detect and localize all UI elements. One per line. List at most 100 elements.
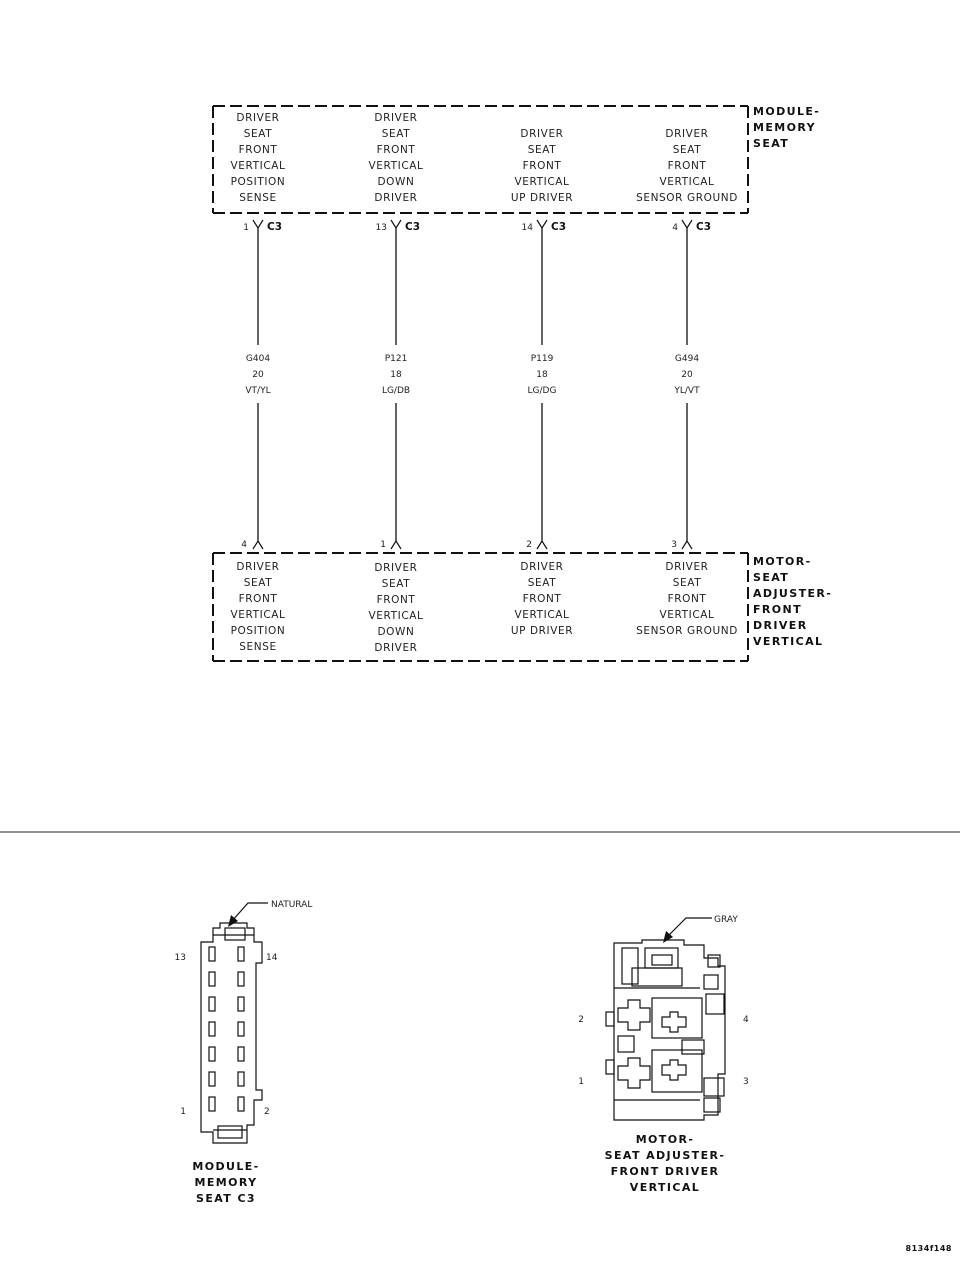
- wire-3-module-terminal-icon: [536, 219, 548, 230]
- wire-3-code: P119: [531, 354, 554, 364]
- c3-pin-numbers: 13 14 1 2: [175, 953, 278, 1117]
- module-circuit-2-line-5: DOWN: [378, 176, 415, 188]
- module-circuit-2-line-3: FRONT: [377, 144, 416, 156]
- module-circuit-3-label: DRIVER SEAT FRONT VERTICAL UP DRIVER: [511, 128, 573, 204]
- motor-connector-pin-numbers: 2 4 1 3: [578, 1015, 749, 1087]
- module-circuit-3-line-5: UP DRIVER: [511, 192, 573, 204]
- motor-name-line-2: SEAT: [753, 571, 789, 584]
- c3-pin-14: 14: [266, 953, 278, 963]
- motor-circuit-3-line-4: VERTICAL: [514, 609, 569, 621]
- module-name-line-3: SEAT: [753, 137, 789, 150]
- wire-1-motor-pin: 4: [241, 540, 247, 550]
- wire-4-gauge: 20: [681, 370, 693, 380]
- wire-4-motor-terminal-icon: [681, 539, 693, 550]
- wire-1-module-pin: 1: [243, 223, 249, 233]
- module-memory-seat-box: [212, 105, 749, 214]
- wire-1-color: VT/YL: [245, 386, 270, 396]
- motor-connector-face: [605, 939, 726, 1121]
- motor-circuit-2-label: DRIVER SEAT FRONT VERTICAL DOWN DRIVER: [368, 562, 422, 654]
- motor-circuit-4-line-5: SENSOR GROUND: [636, 625, 738, 637]
- motor-name-line-5: DRIVER: [753, 619, 808, 632]
- c3-pin-13: 13: [175, 953, 186, 963]
- motor-connector-caption-line-3: FRONT DRIVER: [611, 1165, 720, 1178]
- wire-3-connector: C3: [551, 221, 566, 233]
- motor-name: MOTOR- SEAT ADJUSTER- FRONT DRIVER VERTI…: [753, 555, 832, 648]
- motor-connector-caption: MOTOR- SEAT ADJUSTER- FRONT DRIVER VERTI…: [605, 1133, 724, 1194]
- motor-circuit-3-label: DRIVER SEAT FRONT VERTICAL UP DRIVER: [511, 561, 573, 637]
- callout-arrow-icon: [228, 915, 238, 927]
- module-circuit-2-line-2: SEAT: [382, 128, 410, 140]
- wire-2-gauge: 18: [390, 370, 402, 380]
- motor-circuit-1-label: DRIVER SEAT FRONT VERTICAL POSITION SENS…: [230, 561, 286, 653]
- module-name: MODULE- MEMORY SEAT: [753, 105, 820, 150]
- wire-4-module-pin: 4: [672, 223, 678, 233]
- wire-4-connector: C3: [696, 221, 711, 233]
- module-circuit-4-line-4: VERTICAL: [659, 176, 714, 188]
- motor-seat-adjuster-box: [212, 552, 749, 662]
- motor-circuit-4-line-3: FRONT: [668, 593, 707, 605]
- module-circuit-4-line-2: SEAT: [673, 144, 701, 156]
- wire-1-code: G404: [246, 354, 270, 364]
- motor-circuit-3-line-5: UP DRIVER: [511, 625, 573, 637]
- c3-connector-face: [200, 922, 263, 1144]
- wire-3-module-pin: 14: [522, 223, 534, 233]
- module-circuit-2-label: DRIVER SEAT FRONT VERTICAL DOWN DRIVER: [368, 112, 423, 204]
- motor-circuit-1-line-1: DRIVER: [236, 561, 279, 573]
- wire-1-connector: C3: [267, 221, 282, 233]
- motor-connector-caption-line-1: MOTOR-: [636, 1133, 695, 1146]
- module-circuit-1-line-2: SEAT: [244, 128, 272, 140]
- wire-4-motor-pin: 3: [671, 540, 677, 550]
- motor-connector-pin-2: 2: [578, 1015, 584, 1025]
- wire-1-gauge: 20: [252, 370, 264, 380]
- wire-1-module-terminal-icon: [252, 219, 264, 230]
- module-name-line-2: MEMORY: [753, 121, 816, 134]
- wire-3-motor-terminal-icon: [536, 539, 548, 550]
- motor-name-line-1: MOTOR-: [753, 555, 812, 568]
- wire-4: 4 C3 G494 20 YL/VT 3: [671, 219, 711, 550]
- module-circuit-3-line-2: SEAT: [528, 144, 556, 156]
- motor-circuit-3-line-2: SEAT: [528, 577, 556, 589]
- module-circuit-4-line-1: DRIVER: [665, 128, 708, 140]
- wire-2-color: LG/DB: [382, 386, 410, 396]
- motor-circuit-2-line-3: FRONT: [377, 594, 416, 606]
- wire-2-module-terminal-icon: [390, 219, 402, 230]
- motor-name-line-3: ADJUSTER-: [753, 587, 832, 600]
- wire-3-gauge: 18: [536, 370, 548, 380]
- motor-circuit-2-line-5: DOWN: [378, 626, 415, 638]
- c3-caption-line-2: MEMORY: [195, 1176, 258, 1189]
- c3-callout-label: NATURAL: [271, 900, 312, 910]
- module-circuit-2-line-1: DRIVER: [374, 112, 417, 124]
- c3-natural-callout: NATURAL: [228, 900, 312, 927]
- module-circuit-1-line-3: FRONT: [239, 144, 278, 156]
- wire-1: 1 C3 G404 20 VT/YL 4: [241, 219, 282, 550]
- c3-caption-line-3: SEAT C3: [196, 1192, 256, 1205]
- wire-3-motor-pin: 2: [526, 540, 532, 550]
- module-circuit-4-label: DRIVER SEAT FRONT VERTICAL SENSOR GROUND: [636, 128, 737, 204]
- module-circuit-1-line-5: POSITION: [231, 176, 286, 188]
- motor-name-line-4: FRONT: [753, 603, 802, 616]
- module-circuit-2-line-4: VERTICAL: [368, 160, 423, 172]
- c3-caption: MODULE- MEMORY SEAT C3: [192, 1160, 258, 1205]
- wire-2-connector: C3: [405, 221, 420, 233]
- motor-circuit-1-line-5: POSITION: [231, 625, 286, 637]
- c3-pin-1: 1: [180, 1107, 186, 1117]
- module-circuit-1-line-4: VERTICAL: [230, 160, 285, 172]
- wire-1-motor-terminal-icon: [252, 539, 264, 550]
- motor-circuit-1-line-3: FRONT: [239, 593, 278, 605]
- motor-circuit-4-label: DRIVER SEAT FRONT VERTICAL SENSOR GROUND: [636, 561, 738, 637]
- c3-pin-2: 2: [264, 1107, 270, 1117]
- module-circuit-3-line-4: VERTICAL: [514, 176, 569, 188]
- motor-gray-callout: GRAY: [663, 915, 738, 943]
- module-circuit-1-line-6: SENSE: [239, 192, 276, 204]
- motor-connector-caption-line-4: VERTICAL: [630, 1181, 700, 1194]
- callout-leader-line: [666, 917, 712, 938]
- module-name-line-1: MODULE-: [753, 105, 820, 118]
- module-circuit-4-line-3: FRONT: [668, 160, 707, 172]
- motor-circuit-4-line-4: VERTICAL: [659, 609, 714, 621]
- callout-arrow-icon: [663, 931, 673, 943]
- module-circuit-1-line-1: DRIVER: [236, 112, 279, 124]
- motor-connector-pin-4: 4: [743, 1015, 749, 1025]
- wire-4-code: G494: [675, 354, 699, 364]
- wire-2-motor-pin: 1: [380, 540, 386, 550]
